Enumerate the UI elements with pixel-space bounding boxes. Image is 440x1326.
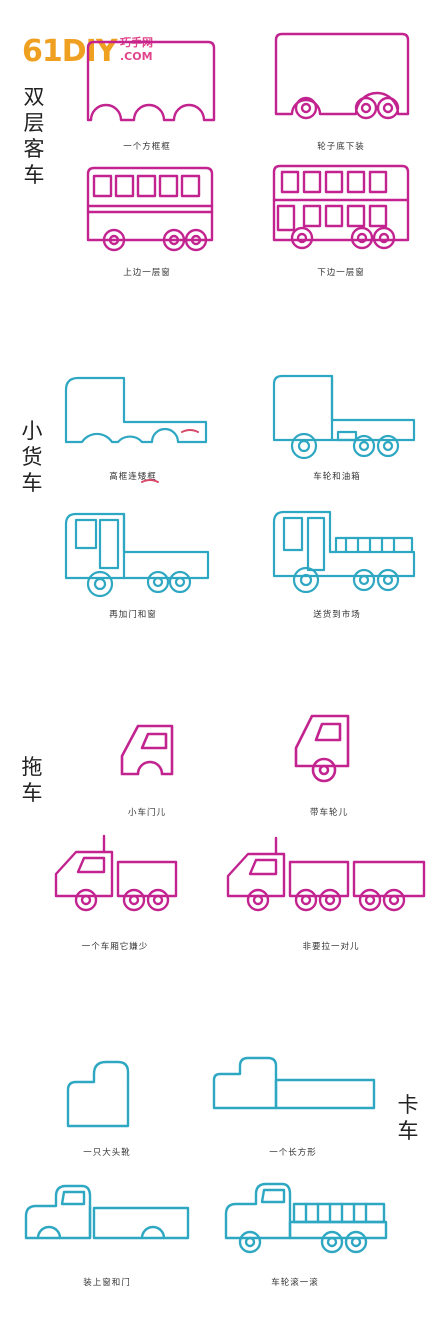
step-caption: 车轮滚一滚: [271, 1278, 319, 1288]
small-truck-step-2-drawing: [272, 374, 416, 460]
tow-truck-step-3-drawing: [54, 834, 178, 912]
red-sketch-marks: [141, 429, 199, 483]
site-logo[interactable]: 61DIY 巧手网 .COM: [22, 28, 172, 78]
bus-step-3-drawing: [86, 166, 214, 252]
step-caption: 一个长方形: [269, 1148, 317, 1158]
step-caption: 车轮和油箱: [313, 472, 361, 482]
lorry-step-4-drawing: [224, 1182, 388, 1254]
step-caption: 带车轮儿: [309, 808, 348, 818]
small-truck-step-1-drawing: [64, 376, 208, 444]
logo-digits: 61DIY: [22, 34, 118, 69]
step-caption: 再加门和窗: [109, 610, 157, 620]
bus-step-4-drawing: [272, 164, 410, 250]
tow-truck-step-2-drawing: [294, 714, 350, 783]
step-caption: 高框连矮框: [109, 472, 157, 482]
step-caption: 一个方框框: [123, 142, 171, 152]
step-caption: 一只大头靴: [83, 1148, 131, 1158]
section-title-small-truck: 小货 车: [21, 419, 43, 495]
logo-domain: .COM: [120, 50, 153, 63]
step-caption: 小车门儿: [127, 808, 166, 818]
step-caption: 送货到市场: [313, 610, 361, 620]
step-caption: 装上窗和门: [83, 1278, 131, 1288]
lorry-step-3-drawing: [24, 1184, 190, 1240]
bus-step-1-drawing: [86, 40, 216, 122]
section-title-tow-truck: 拖车: [21, 755, 43, 805]
section-title-double-decker-bus: 双层 客车: [23, 85, 45, 187]
lorry-step-1-drawing: [66, 1060, 130, 1128]
step-caption: 上边一层窗: [123, 268, 171, 278]
step-caption: 非要拉一对儿: [302, 942, 360, 952]
step-caption: 一个车厢它嫌少: [81, 942, 149, 952]
small-truck-step-3-drawing: [64, 512, 210, 598]
step-caption: 轮子底下装: [317, 142, 365, 152]
tow-truck-step-1-drawing: [120, 724, 174, 776]
step-caption: 下边一层窗: [317, 268, 365, 278]
small-truck-step-4-drawing: [272, 510, 416, 594]
lorry-step-2-drawing: [212, 1056, 376, 1110]
section-title-lorry: 卡车: [397, 1093, 419, 1143]
bus-step-2-drawing: [274, 32, 410, 120]
tow-truck-step-4-drawing: [226, 836, 426, 912]
